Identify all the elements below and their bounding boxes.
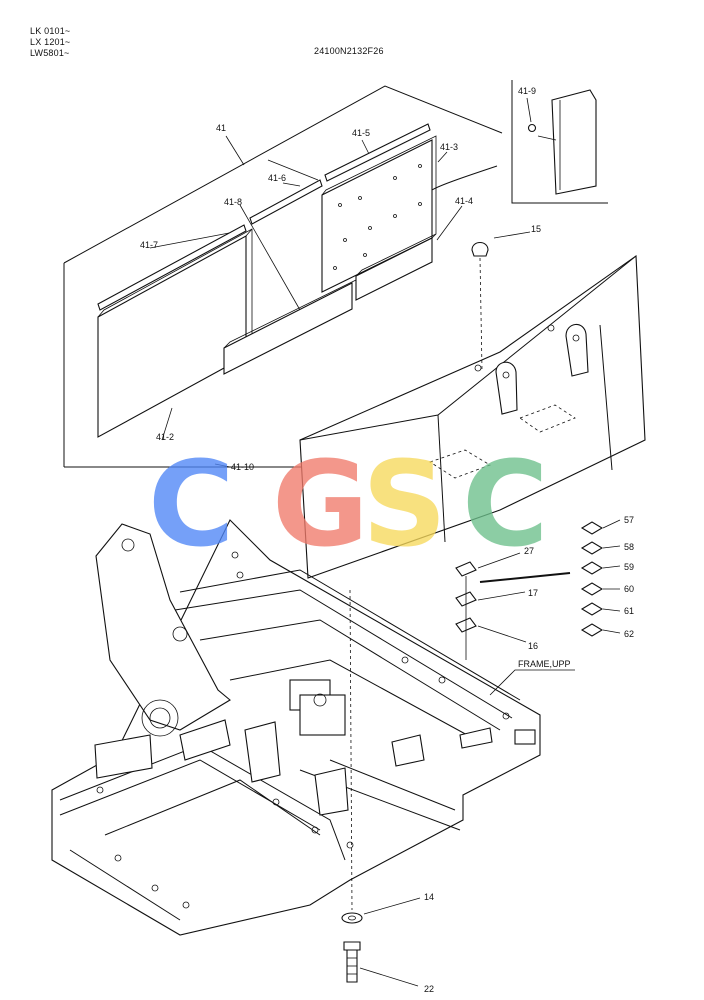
upper-frame: [51, 519, 575, 936]
drawing-code: 24100N2132F26: [314, 46, 384, 56]
label-41-9: 41-9: [518, 86, 536, 96]
label-27: 27: [524, 546, 534, 556]
label-41-2: 41-2: [156, 432, 174, 442]
label-59: 59: [624, 562, 634, 572]
panel-41-2: [97, 228, 253, 438]
washer-14: [341, 897, 421, 924]
label-14: 14: [424, 892, 434, 902]
label-62: 62: [624, 629, 634, 639]
label-17: 17: [528, 588, 538, 598]
callout-labels: 41 41-5 41-3 41-6 41-8 41-4 41-7 41-9 15…: [140, 86, 634, 994]
label-41-7: 41-7: [140, 240, 158, 250]
strip-41-7: [97, 224, 247, 311]
label-61: 61: [624, 606, 634, 616]
label-41: 41: [216, 123, 226, 133]
label-41-4: 41-4: [455, 196, 473, 206]
watermark-letter: G: [272, 435, 369, 573]
label-22: 22: [424, 984, 434, 994]
label-41-5: 41-5: [352, 128, 370, 138]
label-60: 60: [624, 584, 634, 594]
block-41-10: [223, 279, 357, 375]
label-41-6: 41-6: [268, 173, 286, 183]
cap-15: [471, 231, 531, 371]
label-frame-upp: FRAME,UPP: [518, 659, 571, 669]
watermark: C G S C: [148, 435, 549, 573]
label-41-10: 41-10: [231, 462, 254, 472]
block-41-4: [355, 233, 437, 301]
label-41-8: 41-8: [224, 197, 242, 207]
serial-line: LK 0101~: [30, 26, 71, 36]
serial-line: LW5801~: [30, 48, 70, 58]
label-58: 58: [624, 542, 634, 552]
detail-41-9: [431, 80, 608, 204]
strip-41-6: [324, 123, 431, 182]
strip-41-8: [249, 179, 323, 225]
label-15: 15: [531, 224, 541, 234]
label-41-3: 41-3: [440, 142, 458, 152]
bolt-22: [343, 941, 419, 987]
mount-centreline: [349, 589, 353, 911]
label-16: 16: [528, 641, 538, 651]
watermark-letter: C: [148, 435, 235, 573]
leader-lines-41: [149, 135, 463, 468]
counterweight-body: [299, 254, 646, 579]
serial-range: LK 0101~ LX 1201~ LW5801~: [30, 26, 70, 59]
watermark-letter: C: [462, 435, 549, 573]
shims-16-17-27: [455, 552, 571, 660]
watermark-letter: S: [362, 435, 447, 573]
serial-line: LX 1201~: [30, 37, 71, 47]
label-57: 57: [624, 515, 634, 525]
shim-stack-57-62: [580, 519, 621, 637]
